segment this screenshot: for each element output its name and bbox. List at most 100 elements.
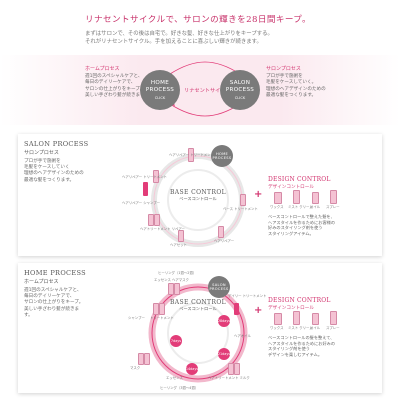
- home-process-click: CLICK: [154, 95, 166, 100]
- cycle-home-title: ホームプロセス: [85, 66, 120, 72]
- product-label: ヘアセット: [170, 243, 187, 247]
- product-label: ベース トリートメント: [223, 207, 258, 211]
- design-item-label: スプレー: [326, 205, 340, 209]
- product-bottle[interactable]: [154, 214, 160, 226]
- home-design-control-subtitle: デザインコントロール: [268, 306, 314, 311]
- home-bottom-label: ヒーリング（3週〜4週）: [160, 386, 199, 390]
- product-bottle[interactable]: [144, 353, 150, 365]
- design-product[interactable]: [330, 190, 337, 204]
- home-panel-salon-label: SALON: [212, 282, 226, 287]
- salon-design-desc: ベースコントロールで整えた髪を、 ヘアスタイルを作るためにお客様の 好みのスタイ…: [268, 214, 378, 236]
- product-label: ヘアリペアー シャンプー: [122, 201, 161, 205]
- product-bottle[interactable]: [188, 148, 194, 162]
- home-design-desc-line: デザインを楽しむアイテム。: [268, 351, 323, 357]
- design-product[interactable]: [330, 311, 337, 325]
- salon-design-desc-line: ヘアスタイルを作るためにお客様の: [268, 219, 336, 225]
- home-panel-desc-line: 美しい手ざわり髪が続きます。: [24, 306, 80, 318]
- home-panel-title: HOME PROCESS: [24, 269, 87, 277]
- product-bottle[interactable]: [148, 214, 154, 226]
- design-product[interactable]: [312, 192, 319, 204]
- product-label: トリートメント: [150, 316, 174, 320]
- design-item-label: オイル: [310, 326, 321, 330]
- cycle-salon-desc: 毛髪をケースしていく。: [266, 80, 317, 86]
- salon-panel-desc-line: 最適な髪をつくります。: [24, 177, 75, 183]
- home-design-desc: ベースコントロールの髪を整えて、 ヘアスタイルを作るためにお好みの スタイリング…: [268, 335, 378, 357]
- home-design-desc-line: スタイリング剤を使う: [268, 346, 310, 352]
- home-design-control-title: DESIGN CONTROL: [268, 297, 331, 304]
- product-label: ヘアトリートメント リペアー: [140, 227, 185, 231]
- cycle-salon-text: サロンプロセス プロが手で施術を 毛髪をケースしていく。 理想のヘアデザインのた…: [266, 66, 341, 99]
- product-bottle[interactable]: [240, 194, 246, 206]
- salon-design-desc-line: スタイリングアイテム。: [268, 230, 314, 236]
- design-product[interactable]: [274, 192, 282, 204]
- product-label: ヘアトリートメント ミルク: [208, 376, 250, 380]
- product-bottle[interactable]: [228, 363, 234, 375]
- salon-panel-desc-line: 毛髪をケースしていく: [24, 165, 70, 171]
- cycle-salon-desc: プロが手で施術を: [266, 74, 303, 80]
- salon-panel-title: SALON PROCESS: [24, 140, 89, 148]
- product-label: マスク: [130, 366, 141, 370]
- salon-panel-subtitle: サロンプロセス: [24, 150, 59, 156]
- product-bottle[interactable]: [234, 363, 240, 375]
- design-product[interactable]: [274, 313, 282, 325]
- product-bottle-featured[interactable]: [234, 303, 239, 315]
- product-bottle[interactable]: [153, 303, 159, 315]
- product-bottle[interactable]: [168, 283, 174, 295]
- salon-process-panel: SALON PROCESS サロンプロセス プロが手で施術を 毛髪をケースしてい…: [18, 134, 382, 256]
- home-panel-desc-line: 毎日のデイリーケアで、: [24, 294, 75, 300]
- cycle-salon-desc: 最適な髪をつくります。: [266, 92, 317, 98]
- product-label: エッセンス ヘアマスク: [154, 278, 189, 282]
- day-marker[interactable]: 14days: [186, 363, 198, 375]
- product-label: シャンプー: [128, 316, 145, 320]
- salon-panel-home-link[interactable]: HOME PROCESS: [211, 145, 233, 167]
- cycle-salon-desc: 理想のヘアデザインのための: [266, 86, 326, 92]
- product-bottle[interactable]: [159, 303, 165, 315]
- design-item-label: ワックス: [270, 205, 284, 209]
- design-item-label: ミスト クリーム: [288, 326, 313, 330]
- product-label: ヘアリペアー トリートメント: [122, 175, 167, 179]
- cycle-salon-title: サロンプロセス: [266, 66, 301, 72]
- salon-panel-desc: プロが手で施術を 毛髪をケースしていく 理想のヘアデザインのための 最適な髪をつ…: [24, 159, 84, 184]
- salon-design-control-subtitle: デザインコントロール: [268, 185, 314, 190]
- home-panel-salon-link[interactable]: SALON PROCESS: [208, 276, 230, 298]
- product-bottle[interactable]: [218, 226, 224, 238]
- product-bottle[interactable]: [153, 170, 159, 183]
- cycle-home-desc: サロンの仕上がりをキープ。: [85, 86, 145, 92]
- intro-text: まずはサロンで、その後は自宅で。好きな髪、好きな仕上がりをキープする。 それがリ…: [85, 30, 325, 46]
- cycle-home-desc: 週1回のスペシャルケアと、: [85, 74, 143, 80]
- salon-panel-desc-line: プロが手で施術を: [24, 159, 61, 164]
- salon-process-label: SALON: [229, 80, 251, 87]
- salon-panel-home-label: HOME: [215, 151, 229, 156]
- intro-line: まずはサロンで、その後は自宅で。好きな髪、好きな仕上がりをキープする。: [85, 31, 273, 37]
- home-top-label: ヒーリング（1週〜2週）: [158, 271, 197, 275]
- plus-sign: +: [254, 189, 263, 200]
- day-marker[interactable]: 28days: [218, 315, 230, 327]
- product-label: ヘアリペアー: [214, 239, 235, 243]
- salon-design-control-title: DESIGN CONTROL: [268, 176, 331, 183]
- design-product[interactable]: [312, 313, 319, 325]
- day-marker[interactable]: 21days: [218, 348, 230, 360]
- product-bottle[interactable]: [178, 230, 184, 242]
- product-bottle[interactable]: [174, 283, 180, 295]
- product-bottle-featured[interactable]: [143, 182, 148, 196]
- product-label: デイリー トリートメント: [228, 294, 267, 298]
- design-item-label: ワックス: [270, 326, 284, 330]
- home-process-button[interactable]: HOME PROCESS CLICK: [140, 70, 180, 110]
- cycle-center-label: リナセントサイクル: [184, 88, 231, 94]
- salon-panel-home-label: PROCESS: [212, 156, 232, 160]
- product-bottle[interactable]: [138, 353, 144, 365]
- home-base-control-ja: ベースコントロール: [179, 306, 217, 311]
- design-item-label: ミスト クリーム: [288, 205, 313, 209]
- home-panel-desc-line: 週1回のスペシャルケアと、: [24, 288, 82, 293]
- home-panel-desc: 週1回のスペシャルケアと、 毎日のデイリーケアで、 サロンの仕上がりをキープ。 …: [24, 288, 84, 319]
- day-marker[interactable]: 7days: [170, 335, 182, 347]
- page-title: リナセントサイクルで、サロンの輝きを28日間キープ。: [85, 15, 312, 25]
- design-product[interactable]: [293, 311, 300, 325]
- salon-process-button[interactable]: SALON PROCESS CLICK: [220, 70, 260, 110]
- salon-base-control: BASE CONTROL ベースコントロール: [168, 189, 228, 202]
- salon-process-click: CLICK: [234, 95, 246, 100]
- design-product[interactable]: [293, 190, 300, 204]
- salon-base-control-ja: ベースコントロール: [179, 196, 217, 201]
- design-item-label: オイル: [310, 205, 321, 209]
- home-panel-desc-line: サロンの仕上がりをキープ。: [24, 300, 84, 306]
